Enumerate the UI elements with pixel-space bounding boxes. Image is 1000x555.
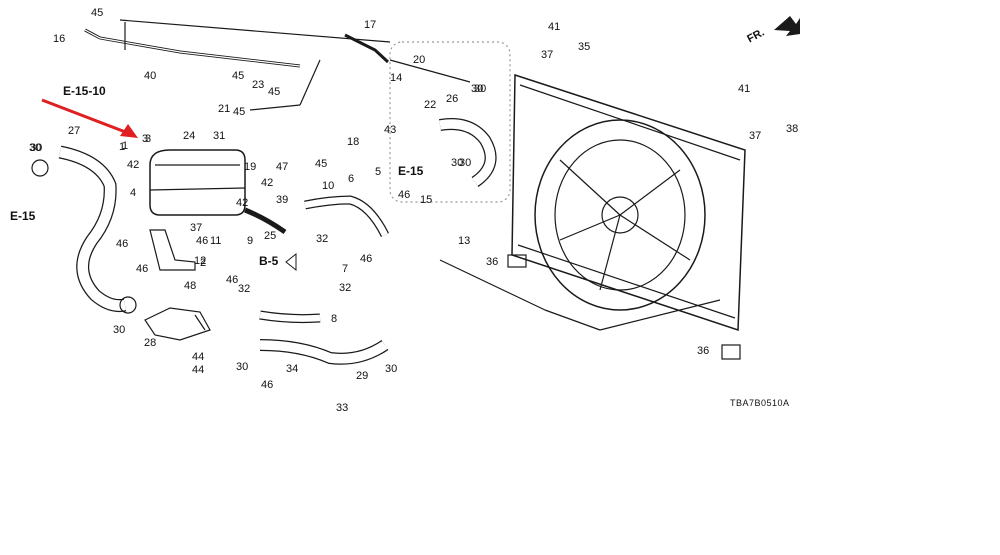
part-number: 46 bbox=[196, 235, 209, 247]
part-number: 18 bbox=[347, 136, 360, 148]
part-number: 35 bbox=[578, 41, 591, 53]
part-number: 6 bbox=[348, 173, 355, 185]
part-number: 44 bbox=[192, 364, 205, 376]
part-number: 47 bbox=[276, 161, 289, 173]
part-number: 10 bbox=[322, 180, 335, 192]
part-number: 39 bbox=[276, 194, 289, 206]
part-number: 38 bbox=[786, 123, 799, 135]
part-number: 30 bbox=[474, 83, 487, 95]
part-number: 29 bbox=[356, 370, 369, 382]
part-number: 30 bbox=[385, 363, 398, 375]
part-number: 30 bbox=[471, 83, 484, 95]
part-number: 31 bbox=[213, 130, 226, 142]
part-number: 30 bbox=[236, 361, 249, 373]
part-number: 21 bbox=[218, 103, 231, 115]
part-number: 28 bbox=[144, 337, 157, 349]
ref-label-e-15-10: E-15-10 bbox=[63, 84, 106, 98]
part-number: 8 bbox=[331, 313, 338, 325]
part-number: 41 bbox=[738, 83, 751, 95]
part-number: 46 bbox=[226, 274, 239, 286]
part-number: 30 bbox=[451, 157, 464, 169]
part-number: 46 bbox=[360, 253, 373, 265]
part-number: 1 bbox=[122, 140, 129, 152]
part-number: 32 bbox=[238, 283, 251, 295]
part-number: 11 bbox=[210, 235, 222, 247]
part-number: 37 bbox=[190, 222, 203, 234]
part-number: 20 bbox=[413, 54, 426, 66]
part-number: 13 bbox=[458, 235, 471, 247]
part-number: 27 bbox=[68, 125, 81, 137]
part-number: 3 bbox=[145, 133, 152, 145]
part-number: 25 bbox=[264, 230, 277, 242]
part-number: 5 bbox=[375, 166, 382, 178]
part-number: 9 bbox=[247, 235, 254, 247]
part-number: 26 bbox=[446, 93, 459, 105]
part-number: 43 bbox=[384, 124, 397, 136]
part-number: 42 bbox=[127, 159, 140, 171]
part-number: 24 bbox=[183, 130, 196, 142]
ref-label-e-15-left: E-15 bbox=[10, 209, 36, 223]
ref-label-b-5: B-5 bbox=[259, 254, 279, 268]
part-number: 34 bbox=[286, 363, 299, 375]
part-number: 22 bbox=[424, 99, 437, 111]
part-number: 42 bbox=[236, 197, 249, 209]
part-number: 12 bbox=[194, 255, 207, 267]
part-number: 4 bbox=[130, 187, 137, 199]
part-number: 3 bbox=[142, 133, 149, 145]
part-number: 37 bbox=[749, 130, 762, 142]
part-number: 1 bbox=[119, 141, 126, 153]
part-number: 46 bbox=[136, 263, 149, 275]
drawing-code: TBA7B0510A bbox=[730, 398, 790, 408]
part-number: 19 bbox=[244, 161, 257, 173]
part-number: 15 bbox=[420, 194, 433, 206]
part-number: 45 bbox=[268, 86, 281, 98]
part-number: 30 bbox=[459, 157, 472, 169]
part-number: 36 bbox=[697, 345, 710, 357]
part-number: 46 bbox=[261, 379, 274, 391]
part-number: 32 bbox=[316, 233, 329, 245]
part-number: 37 bbox=[541, 49, 554, 61]
part-number: 30 bbox=[29, 142, 42, 154]
part-number: 16 bbox=[53, 33, 66, 45]
part-number: 32 bbox=[339, 282, 352, 294]
part-number: 45 bbox=[233, 106, 246, 118]
part-number: 14 bbox=[390, 72, 403, 84]
part-number: 42 bbox=[261, 177, 274, 189]
part-number: 48 bbox=[184, 280, 197, 292]
callout-arrow bbox=[41, 98, 138, 138]
part-number: 2 bbox=[200, 257, 207, 269]
part-number: 17 bbox=[364, 19, 377, 31]
part-number: 33 bbox=[336, 402, 349, 414]
part-number: 40 bbox=[144, 70, 157, 82]
part-number: 44 bbox=[192, 351, 205, 363]
part-number: 7 bbox=[342, 263, 349, 275]
part-number: 30 bbox=[30, 142, 43, 154]
part-number: 36 bbox=[486, 256, 499, 268]
ref-label-e-15-right: E-15 bbox=[398, 164, 424, 178]
part-number: 41 bbox=[548, 21, 561, 33]
part-number: 46 bbox=[398, 189, 411, 201]
part-number: 45 bbox=[232, 70, 245, 82]
part-number: 45 bbox=[315, 158, 328, 170]
part-number: 46 bbox=[116, 238, 129, 250]
part-number: 30 bbox=[113, 324, 126, 336]
part-number: 45 bbox=[91, 7, 104, 19]
part-number: 23 bbox=[252, 79, 265, 91]
